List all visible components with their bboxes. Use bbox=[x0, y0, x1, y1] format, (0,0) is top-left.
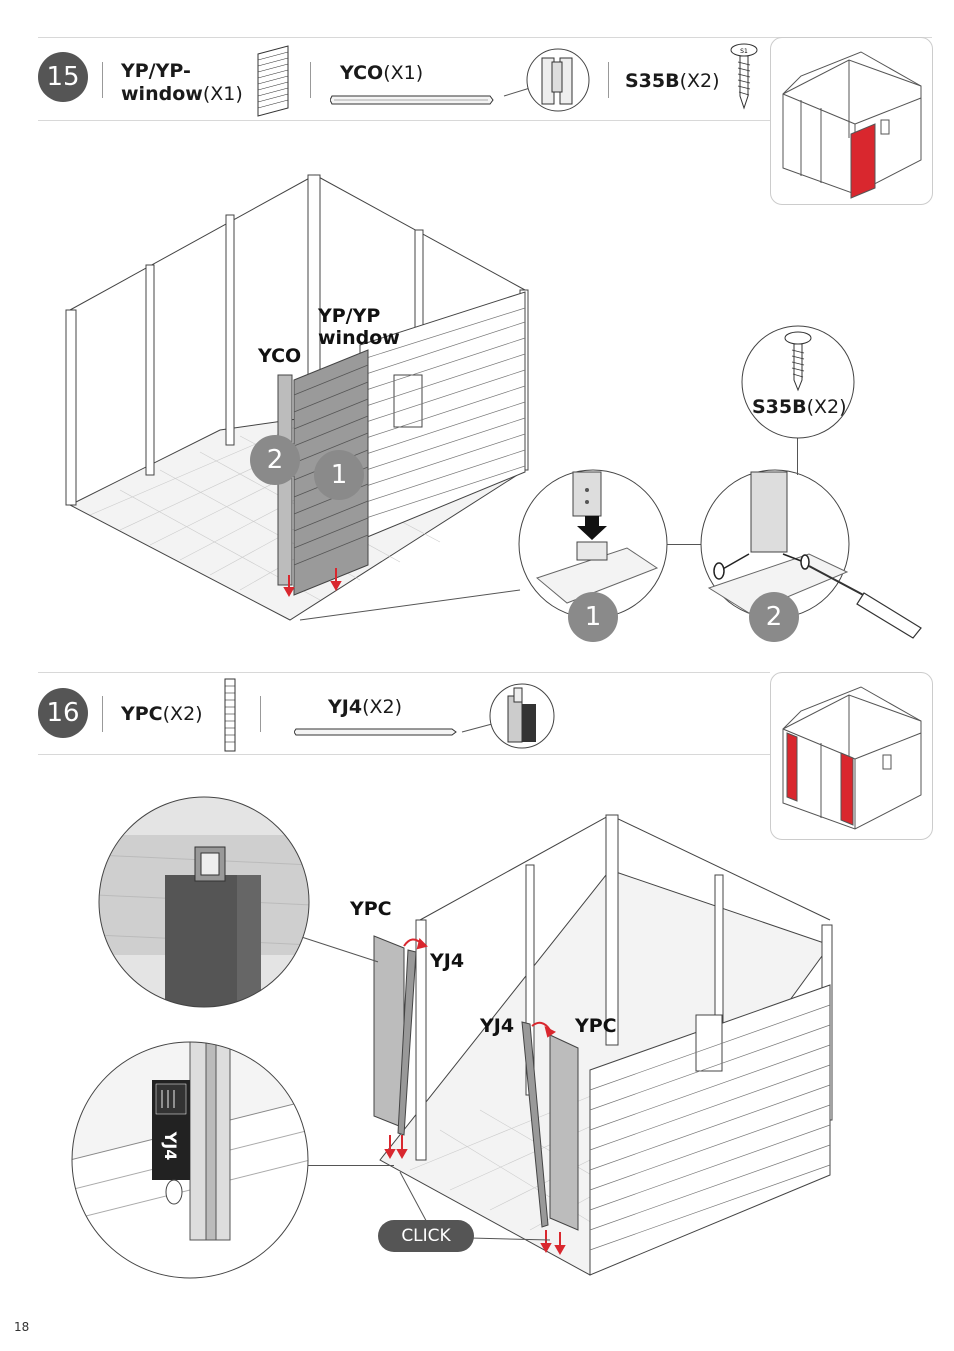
part-qty: (X2) bbox=[362, 696, 402, 718]
yj4-detail-circle bbox=[461, 683, 555, 749]
header-separator bbox=[608, 62, 609, 98]
header-separator bbox=[310, 62, 311, 98]
part-yj4: YJ4(X2) bbox=[328, 696, 402, 718]
magnifier-bottom-detail: YJ4 bbox=[71, 1041, 309, 1279]
callout-yj4-right: YJ4 bbox=[480, 1015, 515, 1037]
part-s35b: S35B(X2) bbox=[625, 70, 720, 92]
detail-circle-insert bbox=[518, 469, 668, 619]
detail-connector-line bbox=[667, 544, 701, 545]
page-number: 18 bbox=[14, 1320, 30, 1334]
right-wall-panels bbox=[589, 984, 831, 1276]
part-qty: (X2) bbox=[679, 70, 720, 92]
step15-assembly-drawing bbox=[65, 174, 529, 621]
screw-callout-label: S35B(X2) bbox=[752, 396, 847, 418]
shed-overview-thumbnail bbox=[770, 672, 933, 840]
screw-callout-line bbox=[797, 437, 798, 475]
shed-thumbnail-drawing bbox=[782, 686, 922, 830]
part-name: window bbox=[121, 83, 203, 105]
screw-callout-circle bbox=[741, 325, 855, 439]
part-ypc: YPC(X2) bbox=[121, 703, 203, 725]
ypc-panel-right bbox=[549, 1034, 579, 1231]
detail-badge-1: 1 bbox=[568, 592, 618, 642]
part-yco: YCO(X1) bbox=[340, 62, 423, 84]
yj4-profile-icon bbox=[294, 728, 457, 736]
callout-ypc-right: YPC bbox=[575, 1015, 617, 1037]
part-yp-yp-window: YP/YP- window(X1) bbox=[121, 60, 243, 106]
yj4-profile-right bbox=[521, 1021, 549, 1228]
order-badge-2: 2 bbox=[250, 435, 300, 485]
header-rule-bottom bbox=[38, 754, 770, 755]
detail-badge-2: 2 bbox=[749, 592, 799, 642]
part-qty: (X2) bbox=[162, 703, 203, 725]
header-separator bbox=[102, 696, 103, 732]
magnifier-top-detail bbox=[98, 796, 310, 1008]
yj4-profile-left bbox=[397, 949, 417, 1136]
part-qty: (X1) bbox=[383, 62, 424, 84]
header-separator bbox=[102, 62, 103, 98]
part-name: YPC bbox=[121, 703, 163, 725]
detail-circle-screw bbox=[700, 469, 922, 639]
callout-yj4-left: YJ4 bbox=[430, 950, 465, 972]
part-name: YCO bbox=[340, 62, 384, 84]
header-rule-top bbox=[38, 672, 770, 673]
screw-icon: S1 bbox=[730, 43, 758, 110]
part-qty: (X1) bbox=[202, 83, 243, 105]
sticker-label: YJ4 bbox=[161, 1131, 180, 1161]
callout-line: YP/YP bbox=[318, 305, 381, 327]
step-number-15: 15 bbox=[38, 52, 88, 102]
shed-overview-thumbnail bbox=[770, 37, 933, 205]
part-name: S35B bbox=[625, 70, 680, 92]
header-rule-top bbox=[38, 37, 932, 38]
callout-ypc-left: YPC bbox=[350, 898, 392, 920]
header-separator bbox=[260, 696, 261, 732]
order-badge-1: 1 bbox=[314, 450, 364, 500]
ypc-panel-icon bbox=[224, 678, 236, 752]
part-name: YJ4 bbox=[328, 696, 363, 718]
yco-detail-circle bbox=[503, 48, 590, 112]
magnifier-leader bbox=[306, 1165, 394, 1166]
header-rule-bottom bbox=[38, 120, 770, 121]
step-number-16: 16 bbox=[38, 688, 88, 738]
part-name: YP/YP- bbox=[121, 60, 191, 82]
part-qty: (X2) bbox=[806, 396, 847, 418]
step16-assembly-drawing bbox=[373, 814, 833, 1276]
yco-profile-icon bbox=[330, 95, 494, 105]
screw-mark: S1 bbox=[740, 48, 748, 55]
callout-yco: YCO bbox=[258, 345, 302, 367]
shed-thumbnail-drawing bbox=[782, 51, 922, 199]
callout-line: window bbox=[318, 327, 400, 349]
panel-icon bbox=[257, 45, 289, 117]
part-name: S35B bbox=[752, 396, 807, 418]
callout-yp-yp-window: YP/YP window bbox=[318, 305, 400, 349]
click-badge: CLICK bbox=[378, 1220, 474, 1252]
